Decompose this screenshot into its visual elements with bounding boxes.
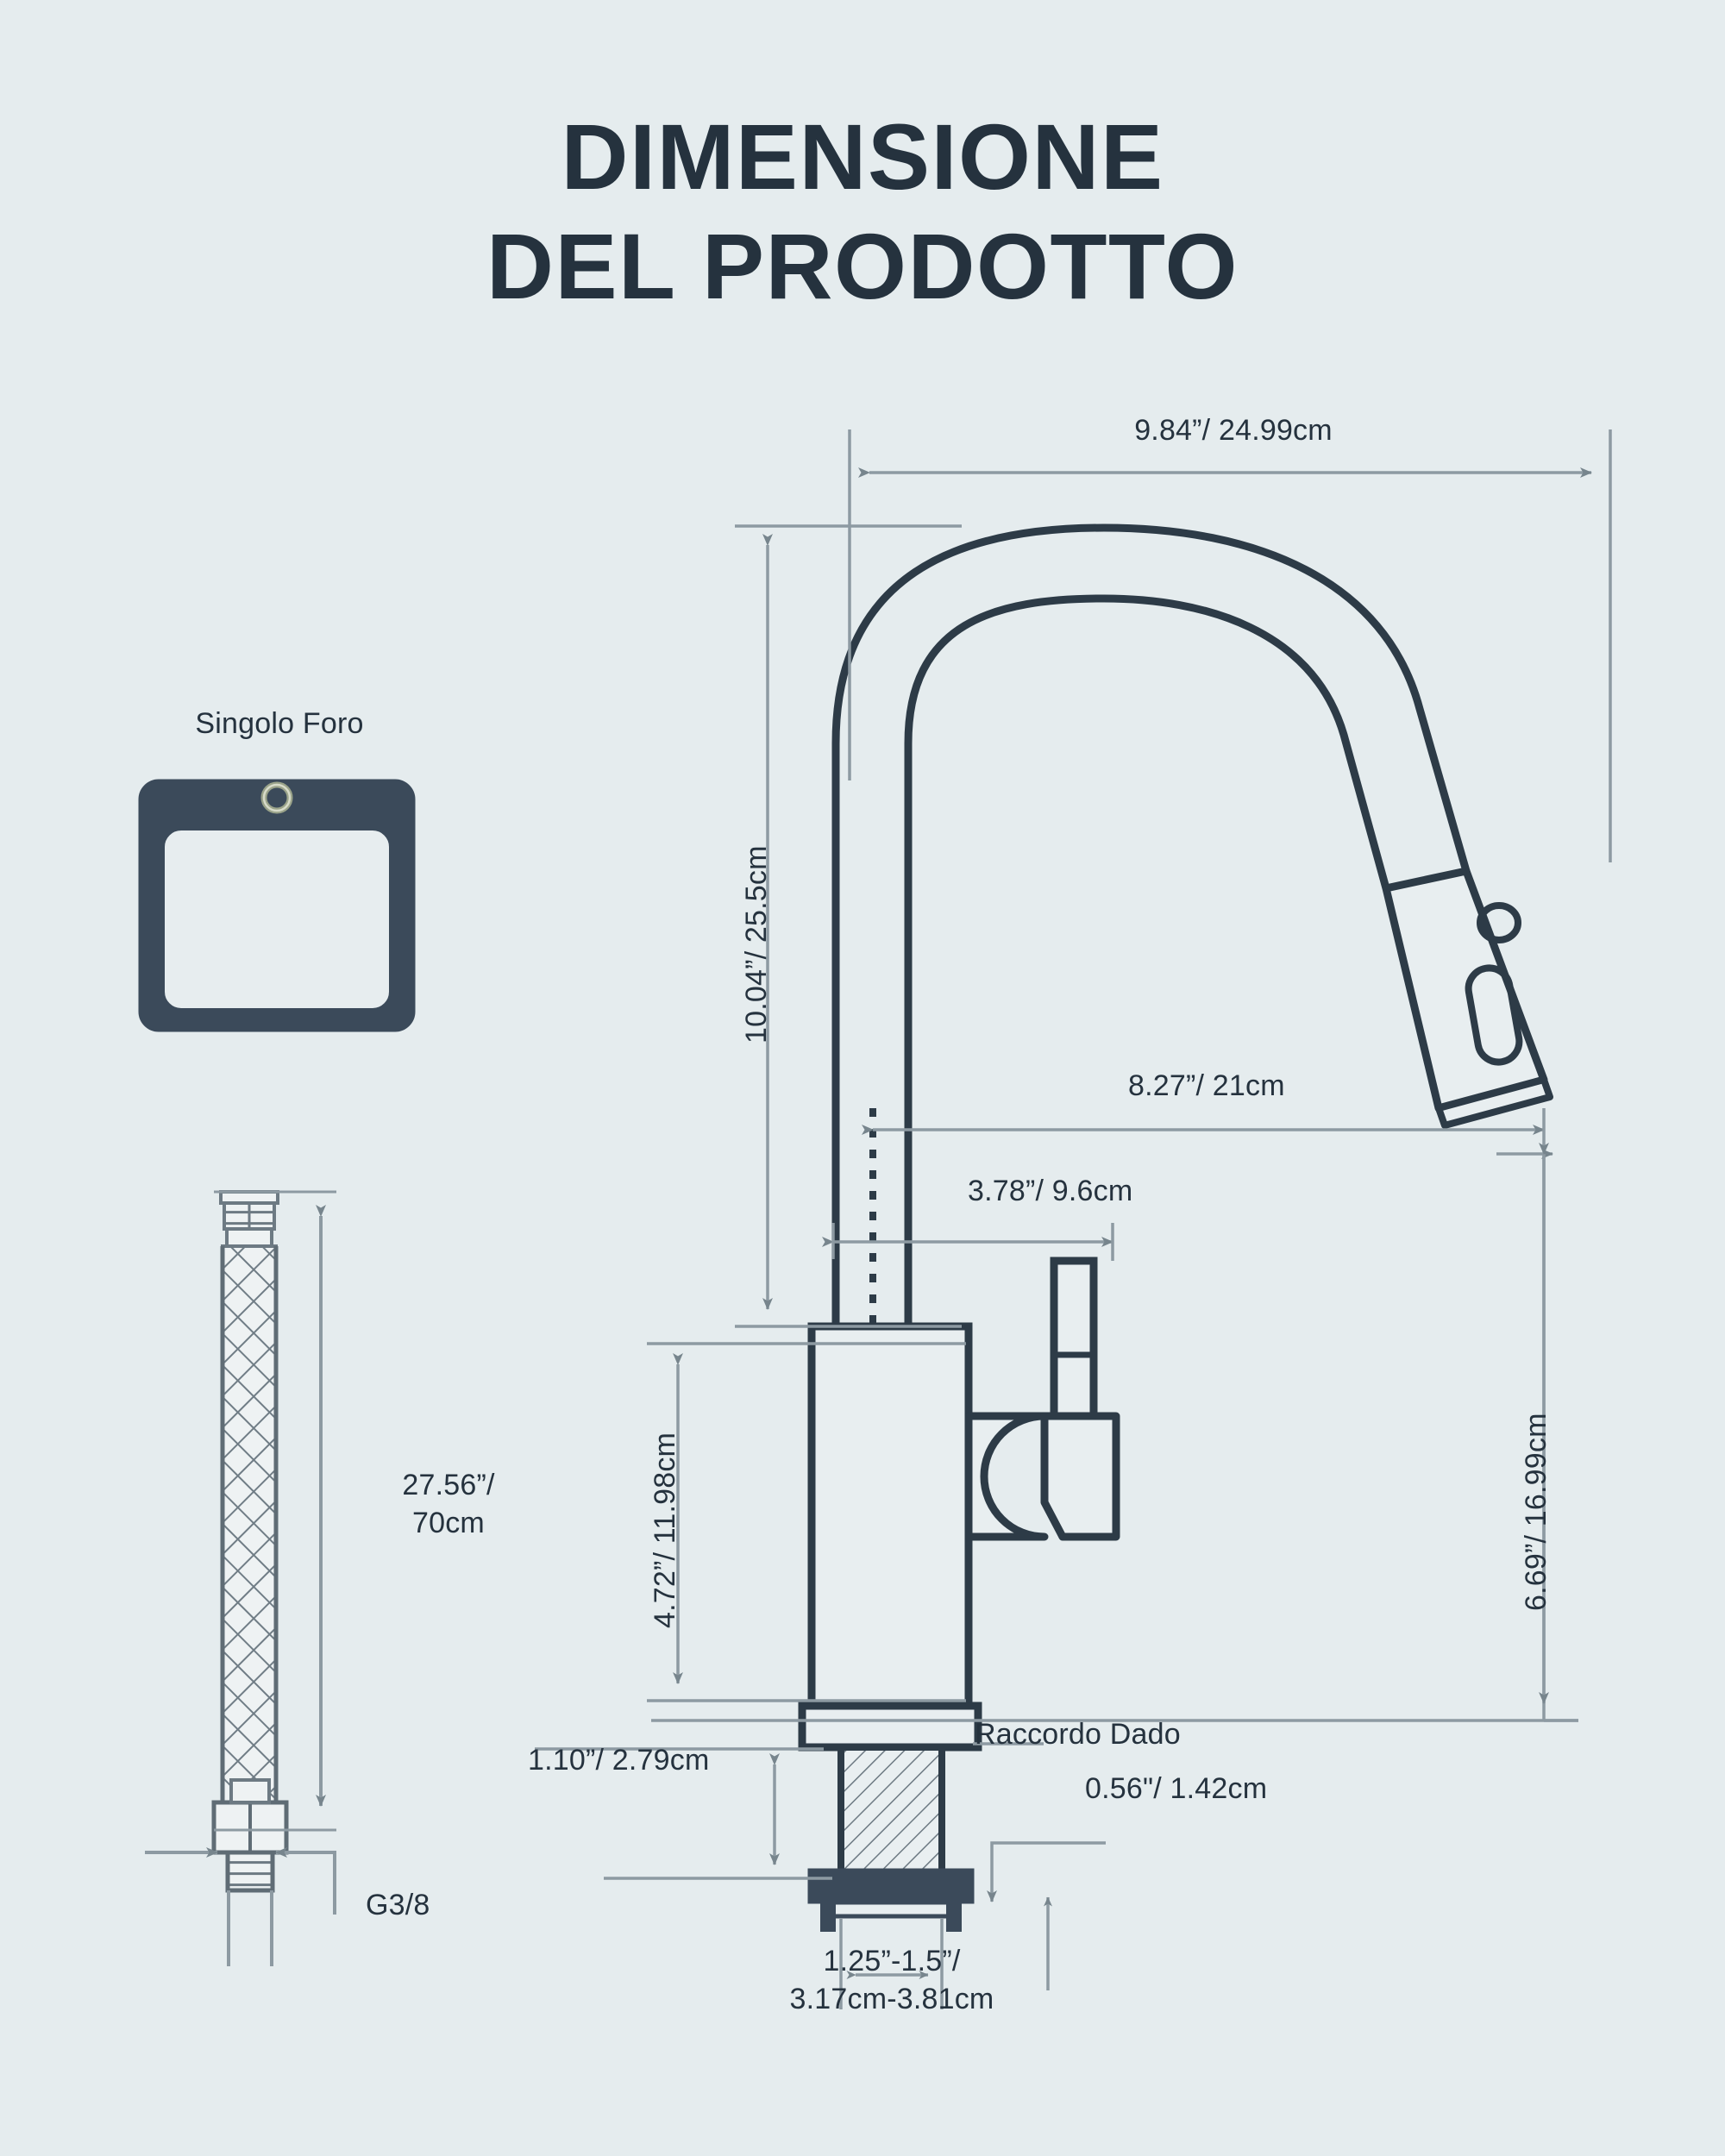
- single-hole-plate: [138, 779, 416, 1032]
- hose-thread-label: G3/8: [366, 1889, 430, 1921]
- body-height-label: 4.72”/ 11.98cm: [649, 1432, 681, 1628]
- faucet-gooseneck: [831, 523, 1471, 1345]
- aerator-height-label: 6.69”/ 16.99cm: [1520, 1413, 1552, 1611]
- nut-thickness-label: 0.56"/ 1.42cm: [1085, 1772, 1268, 1805]
- shank-length-label: 1.10”/ 2.79cm: [528, 1744, 710, 1777]
- faucet-body: [798, 1108, 982, 1752]
- supply-hose: [145, 1190, 336, 1966]
- faucet-handle: [964, 1257, 1120, 1541]
- spray-head: [1382, 867, 1553, 1129]
- spout-reach-label: 8.27”/ 21cm: [1128, 1069, 1285, 1102]
- hole-diameter-label: 1.25”-1.5”/ 3.17cm-3.81cm: [789, 1945, 994, 2016]
- center-to-front-label: 3.78”/ 9.6cm: [968, 1175, 1133, 1207]
- overall-width-label: 9.84”/ 24.99cm: [1134, 414, 1333, 447]
- nut-name-label: Raccordo Dado: [975, 1718, 1181, 1751]
- spout-height-label: 10.04”/ 25.5cm: [740, 845, 773, 1044]
- mounting-shank: [807, 1744, 975, 1932]
- dimension-lines: [535, 429, 1612, 2009]
- single-hole-label: Singolo Foro: [195, 707, 364, 740]
- hose-length-label: 27.56”/ 70cm: [402, 1469, 495, 1540]
